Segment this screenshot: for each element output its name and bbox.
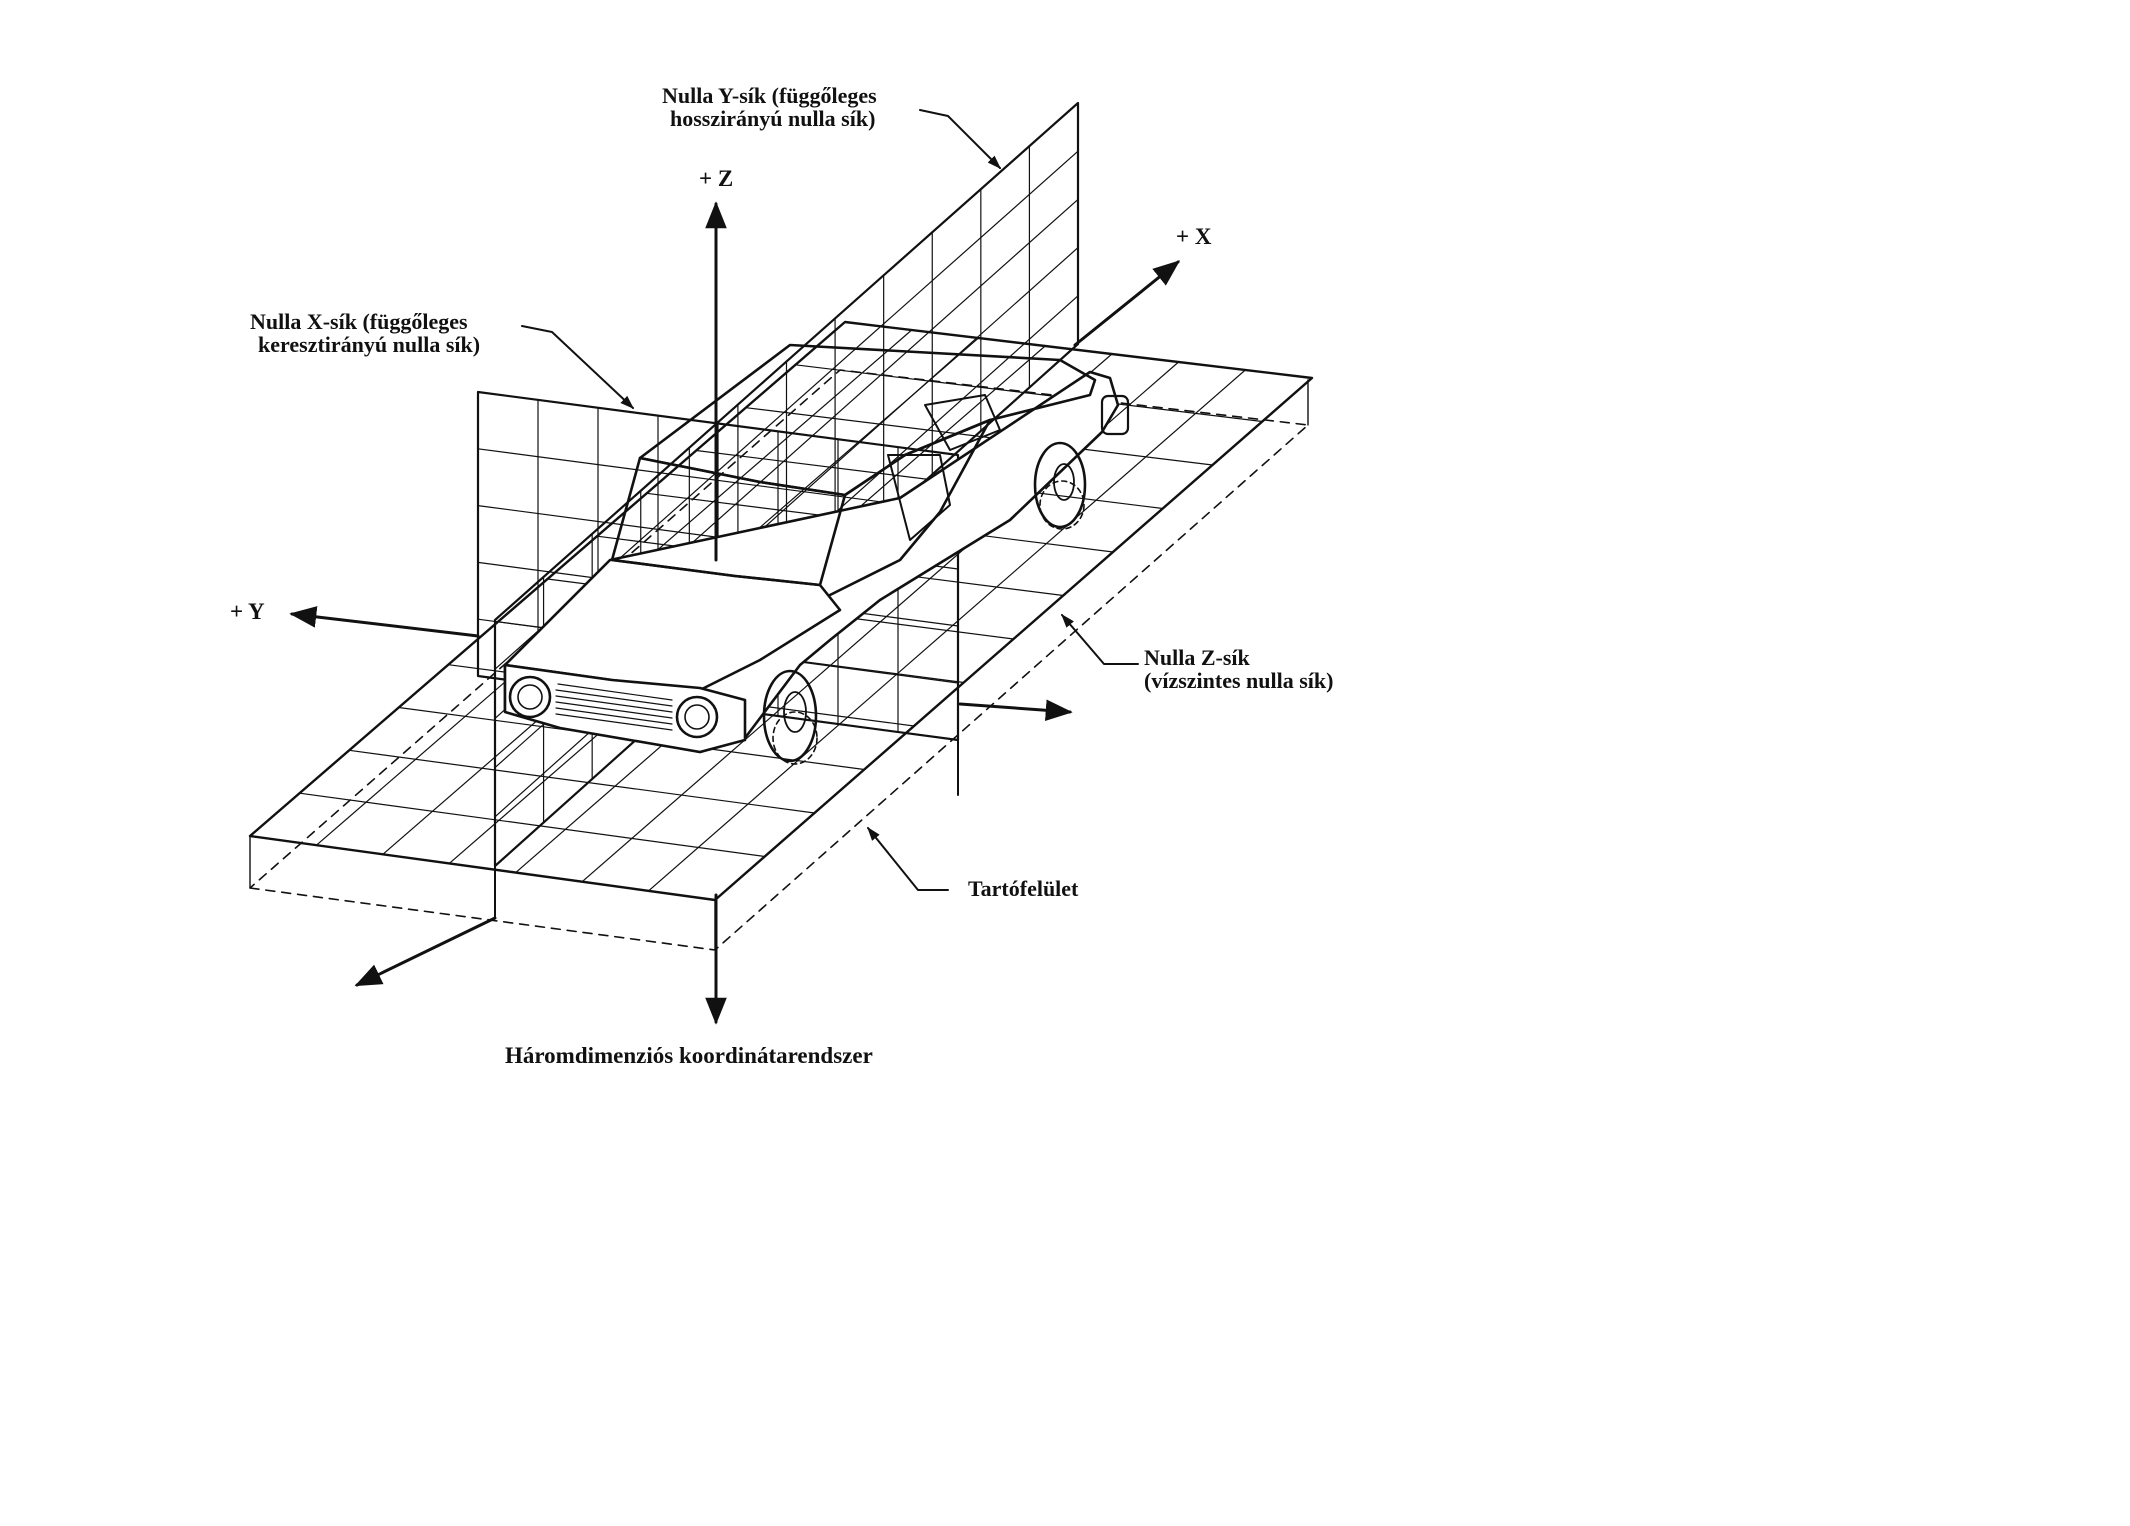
label-null-x-plane-line2: keresztirányú nulla sík) <box>258 332 480 357</box>
diagram-caption: Háromdimenziós koordinátarendszer <box>505 1043 873 1068</box>
label-null-x-plane-line1: Nulla X-sík (függőleges <box>250 309 468 334</box>
label-null-z-plane-line2: (vízszintes nulla sík) <box>1144 668 1333 693</box>
leader-null-x-plane <box>521 325 635 409</box>
label-null-y-plane-line1: Nulla Y-sík (függőleges <box>662 83 877 108</box>
label-axis-x: + X <box>1176 224 1212 249</box>
car-outline <box>503 343 1130 765</box>
z-plane-grid-line <box>745 407 1214 466</box>
leader-null-z-plane <box>1061 613 1139 665</box>
coordinate-system-diagram: Nulla Y-sík (függőleges hosszirányú null… <box>230 83 1333 1068</box>
z-plane-grid-line <box>298 792 766 858</box>
label-axis-z: + Z <box>699 166 733 191</box>
axis-y <box>289 606 1073 722</box>
leader-null-y-plane <box>919 109 1001 169</box>
leader-support-surface <box>867 826 949 891</box>
axis-x <box>354 260 1181 987</box>
label-support-surface: Tartófelület <box>968 876 1079 901</box>
z-plane-grid-line <box>348 749 816 814</box>
label-axis-y: + Y <box>230 599 265 624</box>
label-null-z-plane-line1: Nulla Z-sík <box>1144 645 1251 670</box>
z-plane-grid-line <box>794 364 1263 423</box>
label-null-y-plane-line2: hosszirányú nulla sík) <box>670 106 875 131</box>
